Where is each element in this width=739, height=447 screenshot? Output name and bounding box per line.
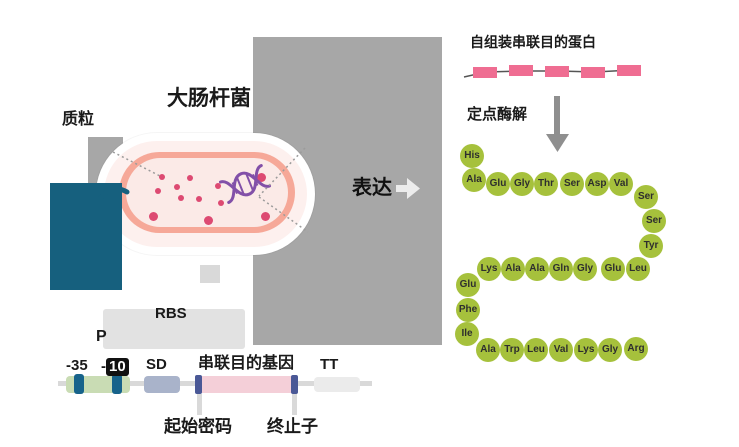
rbs-label: RBS <box>155 305 187 322</box>
minus35-label: -35 <box>66 357 88 374</box>
terminator-label: 终止子 <box>267 417 318 436</box>
protein-dot <box>196 196 202 202</box>
residue-circle: Val <box>549 338 573 362</box>
expression-label: 表达 <box>352 177 392 199</box>
residue-circle: Tyr <box>639 234 663 258</box>
start-codon-connector <box>197 394 202 415</box>
protein-segment <box>581 67 605 78</box>
protein-segment <box>509 65 533 76</box>
expression-right-arrow <box>396 178 420 199</box>
residue-circle: Leu <box>626 257 650 281</box>
dna-helix-icon <box>218 164 272 204</box>
residue-circle: Gly <box>510 172 534 196</box>
protein-segment <box>473 67 497 78</box>
protein-dot <box>260 211 270 221</box>
teal-rectangle <box>50 183 122 290</box>
dotted-line-left <box>112 151 161 177</box>
protein-dot <box>155 188 161 194</box>
gene-label: 串联目的基因 <box>198 355 295 372</box>
plasmid-arc <box>96 186 130 204</box>
residue-circle: Gly <box>598 338 622 362</box>
tt-label: TT <box>320 356 339 373</box>
residue-circle: Arg <box>624 337 648 361</box>
residue-circle: Glu <box>486 172 510 196</box>
residue-circle: Glu <box>601 257 625 281</box>
residue-circle: Lys <box>477 257 501 281</box>
gray-block-below-cell <box>200 265 220 283</box>
minus10-chip: 10 <box>106 358 129 376</box>
residue-circle: Asp <box>585 172 609 196</box>
sd-box <box>144 376 180 393</box>
residue-circle: Gln <box>549 257 573 281</box>
gene-start-cap <box>195 375 202 394</box>
tt-box <box>314 377 360 392</box>
residue-circle: Ser <box>642 209 666 233</box>
residue-circle: Trp <box>500 338 524 362</box>
ecoli-label: 大肠杆菌 <box>167 87 251 110</box>
start-codon-label: 起始密码 <box>164 417 232 436</box>
protein-dot <box>148 211 158 221</box>
rbs-panel <box>103 309 245 349</box>
residue-circle: Val <box>609 172 633 196</box>
residue-circle: Ser <box>560 172 584 196</box>
tandem-protein-title: 自组装串联目的蛋白 <box>470 34 596 50</box>
residue-circle: Ala <box>476 338 500 362</box>
terminator-connector <box>292 394 297 415</box>
minus10-element-bar <box>112 374 122 394</box>
residue-circle: Gly <box>573 257 597 281</box>
protein-segment <box>545 66 569 77</box>
protein-dot <box>178 195 184 201</box>
residue-circle: Ala <box>501 257 525 281</box>
residue-circle: Ala <box>525 257 549 281</box>
cleavage-label: 定点酶解 <box>467 106 528 123</box>
residue-circle: Ala <box>462 168 486 192</box>
dotted-line-upper <box>258 147 306 197</box>
protein-dot <box>256 172 266 182</box>
residue-circle: Lys <box>574 338 598 362</box>
promoter-label: P <box>96 328 107 345</box>
gene-end-cap <box>291 375 298 394</box>
residue-circle: Leu <box>524 338 548 362</box>
residue-circle: Ser <box>634 185 658 209</box>
minus10-dash: - <box>101 358 106 375</box>
sd-label: SD <box>146 356 167 373</box>
cleavage-down-arrow <box>546 96 569 152</box>
residue-circle: Ile <box>455 322 479 346</box>
minus10-label: -10 <box>101 358 129 376</box>
residue-circle: Phe <box>456 298 480 322</box>
residue-circle: His <box>460 144 484 168</box>
plasmid-label: 质粒 <box>62 111 95 128</box>
protein-dot <box>174 184 180 190</box>
protein-dot <box>218 200 224 206</box>
protein-dot <box>159 174 165 180</box>
protein-dot <box>203 215 213 225</box>
protein-segment <box>617 65 641 76</box>
residue-circle: Glu <box>456 273 480 297</box>
protein-dot <box>187 175 193 181</box>
protein-dot <box>215 183 221 189</box>
gene-box <box>197 376 297 393</box>
residue-circle: Thr <box>534 172 558 196</box>
minus35-element-bar <box>74 374 84 394</box>
dotted-line-lower <box>258 196 309 233</box>
